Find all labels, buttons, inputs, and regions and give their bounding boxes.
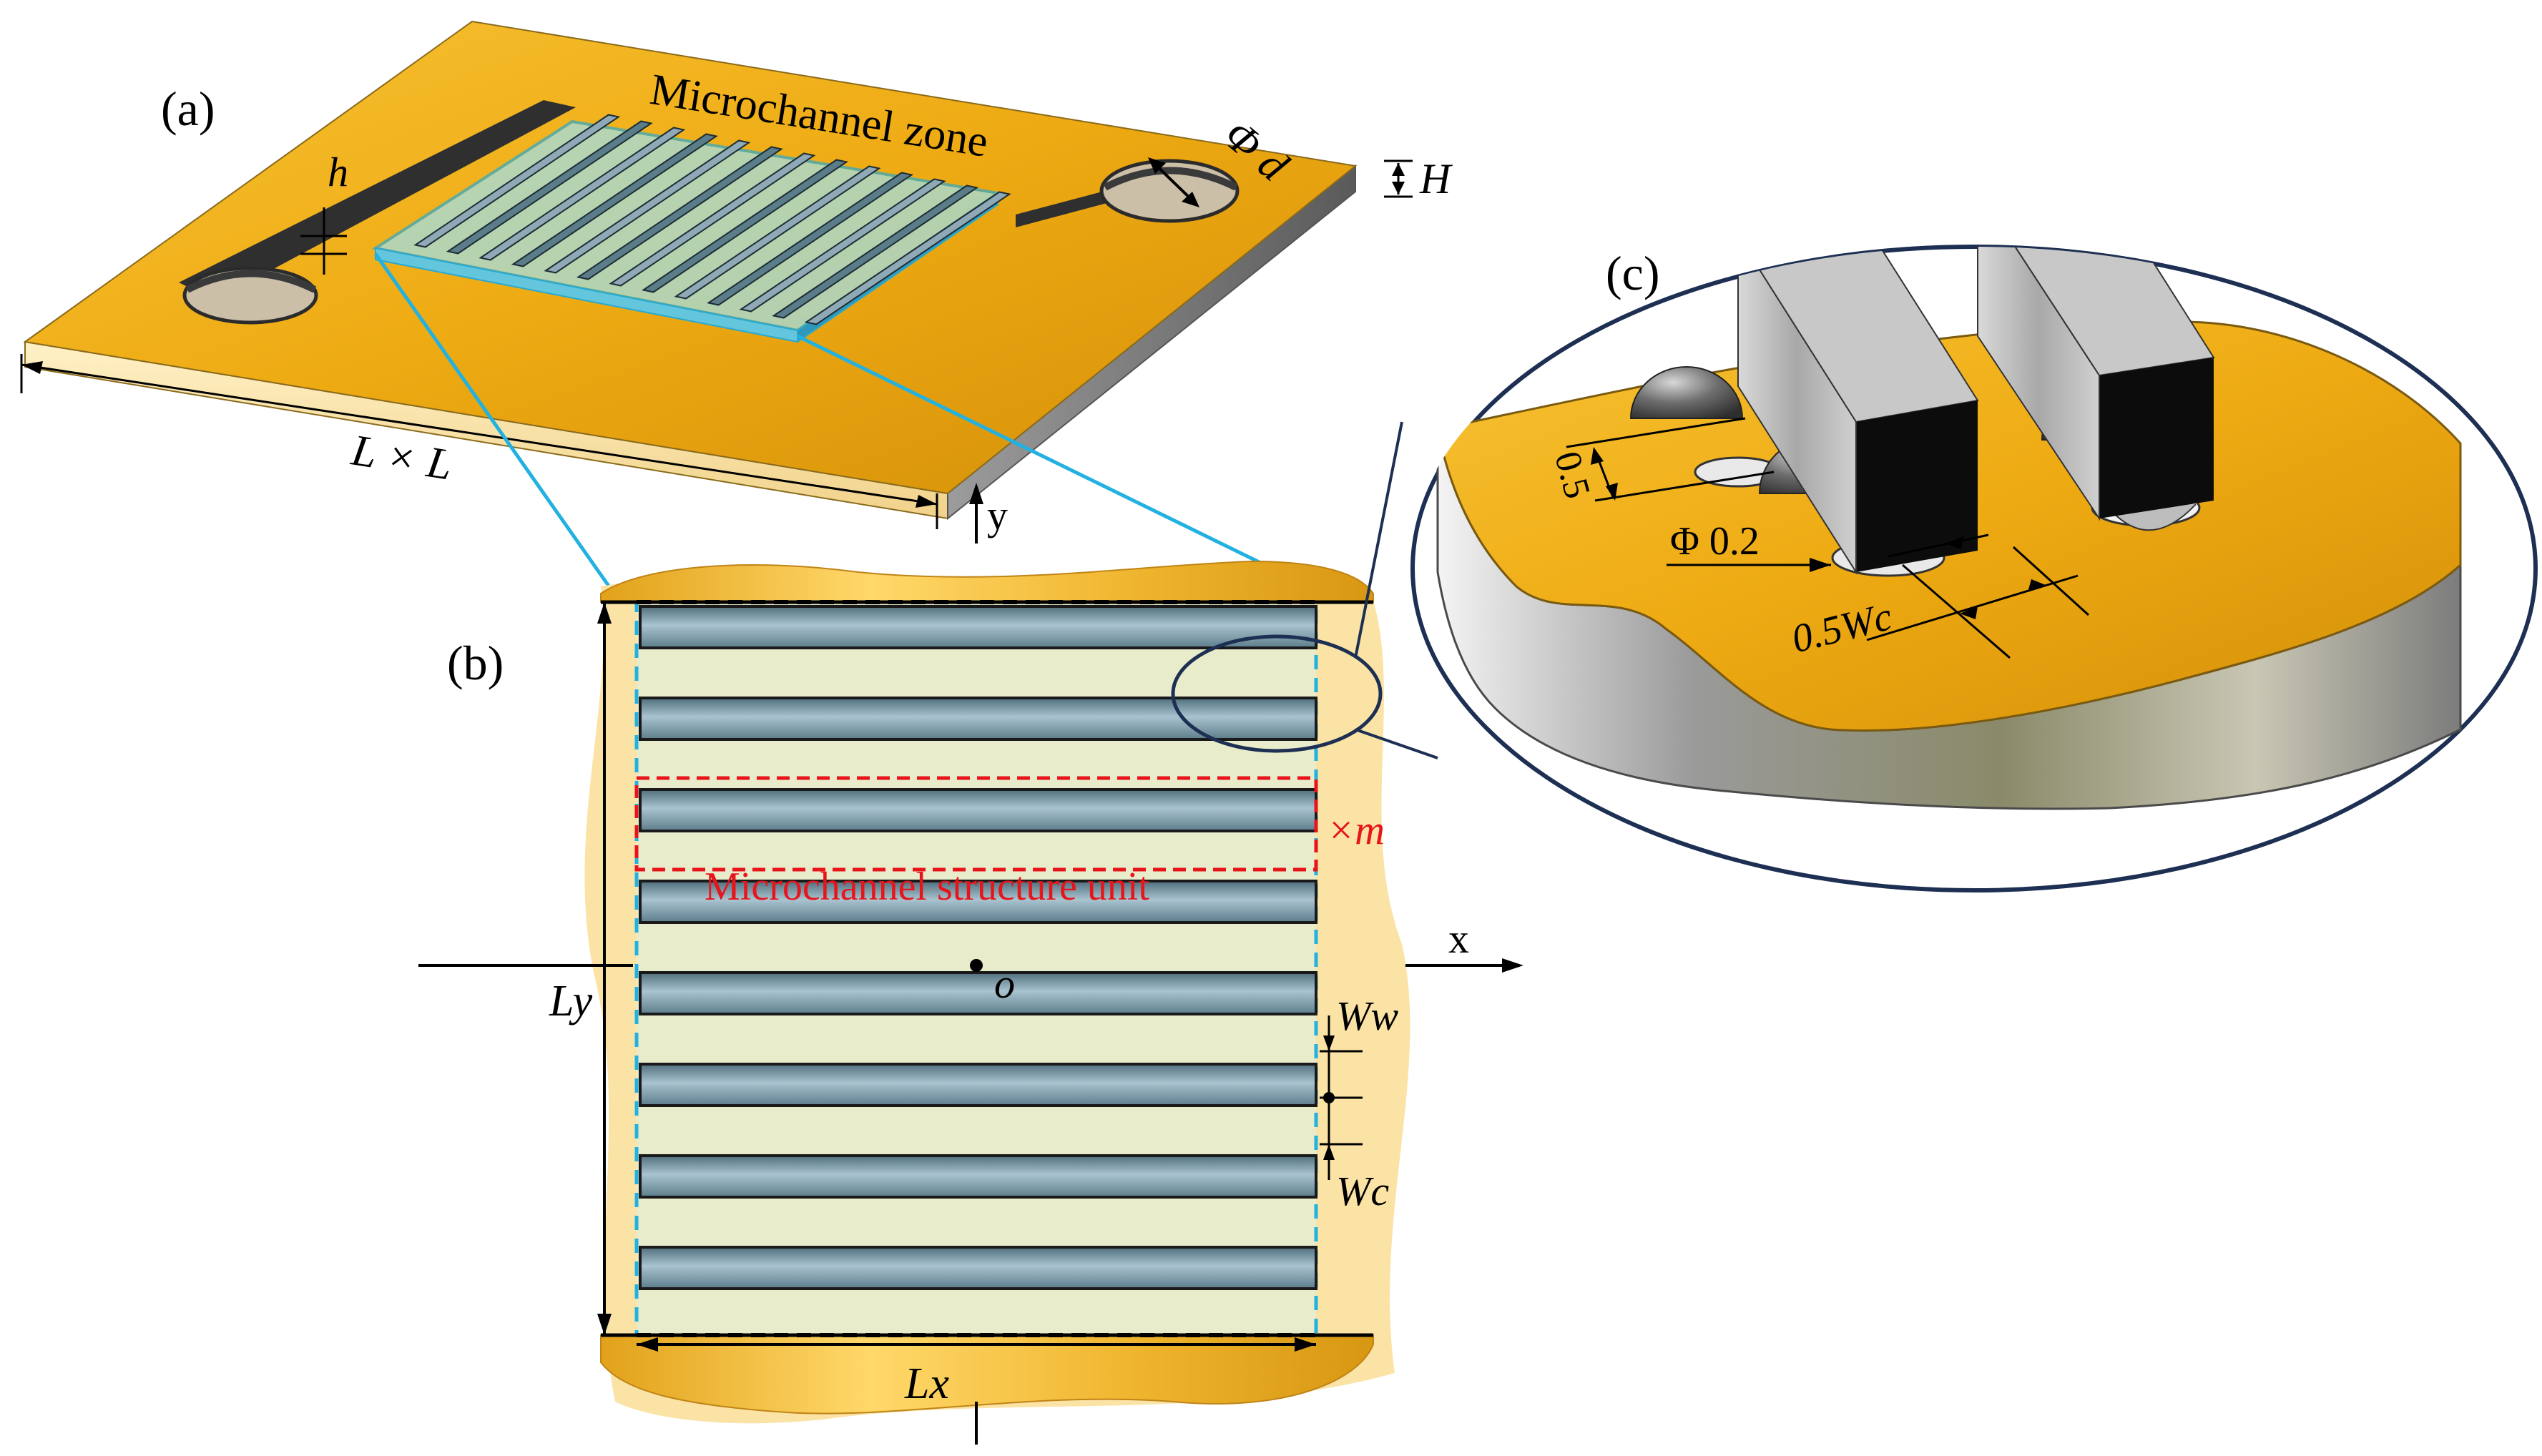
microchannel-fin-3 [479,127,686,261]
panel-b-label: (b) [447,636,504,690]
microchannel-5 [639,971,1317,1015]
dome-1 [1629,366,1744,419]
axis-x-label: x [1448,915,1469,962]
panel-b: ×m Microchannel structure unit x y o Ly … [418,421,1523,1445]
microchannel-2 [639,697,1317,741]
dim-Lx: Lx [904,1359,949,1408]
fin-wall-1-side [1856,400,1978,572]
microchannel-6 [639,1063,1317,1107]
panel-a-label: (a) [161,82,215,136]
microchannel-7 [639,1154,1317,1199]
structure-unit-box [634,776,1318,872]
bottom-gold-band [600,1334,1374,1415]
structure-unit-label: Microchannel structure unit [705,865,1149,909]
microchannel-fin-7 [609,152,816,287]
microchannel-fin-4 [511,133,718,267]
zoom-ellipse [1171,634,1383,753]
origin-point [970,959,983,972]
microchannels-2d [639,605,1317,1290]
top-gold-band [600,560,1374,603]
microchannel-8 [639,1246,1317,1290]
microchannel-fin-10 [707,172,914,306]
microchannel-fins-3d [413,114,1011,325]
microchannel-fin-1 [413,114,621,248]
microchannel-fin-2 [446,120,653,255]
dim-h: h [328,149,348,195]
microchannel-fin-5 [544,139,751,274]
fin-wall-2-side [2099,358,2214,518]
microchannel-1 [639,605,1317,649]
origin-label: o [994,960,1015,1007]
microchannel-fin-11 [739,178,946,313]
panel-c-label: (c) [1606,246,1659,300]
inlet-slot [179,100,576,300]
dim-Ly: Ly [549,977,593,1025]
dim-Wc: Wc [1336,1168,1389,1214]
dim-Ww: Ww [1336,993,1398,1039]
microchannel-fin-12 [772,185,979,319]
microchannel-fin-6 [576,146,783,280]
panel-a: h Φ d H L × L (a) Microchannel zone [20,20,1453,592]
inlet-hole [182,266,318,325]
microchannel-3 [639,788,1317,832]
microchannel-fin-8 [642,159,849,293]
microchannel-fin-13 [804,191,1011,325]
dim-phi-0.2: Φ 0.2 [1670,519,1760,564]
repeat-label: ×m [1327,807,1385,853]
microchannel-fin-9 [674,165,881,300]
axis-y-label: y [987,492,1008,538]
dim-H: H [1419,155,1453,202]
panel-c: 0.5 Φ 0.2 0.5Wc (c) [1410,245,2538,892]
microchannel-zone [371,114,1011,343]
microchannel-4 [639,880,1317,924]
